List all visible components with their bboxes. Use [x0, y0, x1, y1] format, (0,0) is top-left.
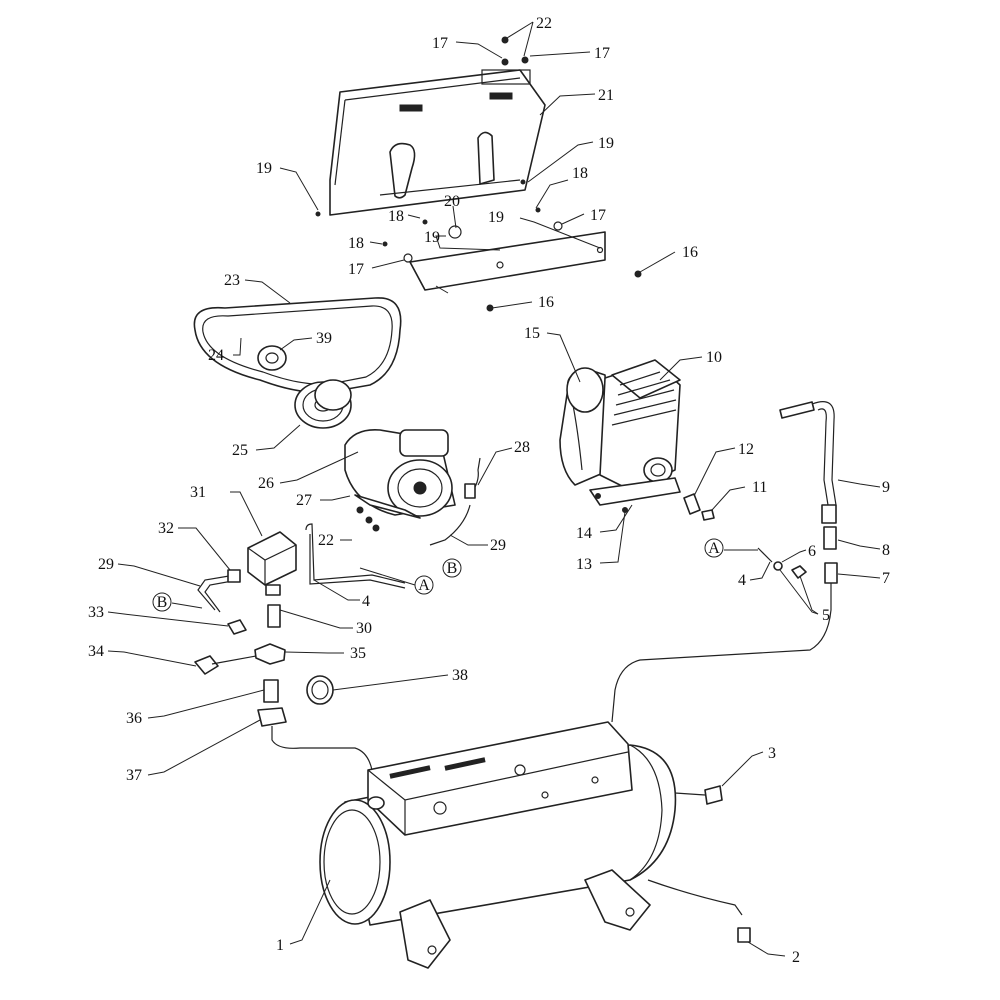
fitting-8: [823, 526, 837, 550]
callout-16-center: 16: [538, 294, 554, 311]
guard-hardware: [315, 36, 642, 312]
callout-39: 39: [316, 330, 332, 347]
callout-22-motor: 22: [318, 532, 334, 549]
callout-17-mid-right: 17: [590, 207, 606, 224]
callout-7: 7: [882, 570, 890, 587]
callout-5: 5: [822, 607, 830, 624]
callout-4-right: 4: [738, 572, 746, 589]
callout-8: 8: [882, 542, 890, 559]
guard-bracket: [409, 231, 606, 291]
callout-24: 24: [208, 347, 224, 364]
callout-16-right: 16: [682, 244, 698, 261]
callout-12: 12: [738, 441, 754, 458]
pressure-switch: [247, 531, 297, 596]
callout-6: 6: [808, 543, 816, 560]
callout-26: 26: [258, 475, 274, 492]
callout-33: 33: [88, 604, 104, 621]
callout-17-top-right: 17: [594, 45, 610, 62]
callout-17-left: 17: [348, 261, 364, 278]
callout-9: 9: [882, 479, 890, 496]
callout-14: 14: [576, 525, 592, 542]
callout-38: 38: [452, 667, 468, 684]
svg-text:B: B: [447, 560, 458, 577]
check-valve-parts: [757, 547, 807, 579]
pump-fittings: [683, 493, 715, 521]
callout-20: 20: [444, 193, 460, 210]
callout-35: 35: [350, 645, 366, 662]
connector-b-left: B: [152, 592, 172, 612]
callout-23: 23: [224, 272, 240, 289]
callout-15: 15: [524, 325, 540, 342]
callout-32: 32: [158, 520, 174, 537]
svg-text:B: B: [157, 594, 168, 611]
callout-18-right: 18: [572, 165, 588, 182]
svg-text:A: A: [418, 577, 430, 594]
electric-motor: [344, 428, 456, 532]
callout-21: 21: [598, 87, 614, 104]
callout-28: 28: [514, 439, 530, 456]
callout-18-center: 18: [388, 208, 404, 225]
guard-vent-left: [399, 104, 423, 112]
callout-19-right: 19: [598, 135, 614, 152]
callout-19-center: 19: [488, 209, 504, 226]
guard-vent-right: [489, 92, 513, 100]
callout-19-left: 19: [256, 160, 272, 177]
callout-31: 31: [190, 484, 206, 501]
callout-22-top: 22: [536, 15, 552, 32]
svg-text:A: A: [708, 540, 720, 557]
callout-36: 36: [126, 710, 142, 727]
manifold-assembly: [194, 604, 373, 771]
callout-17-top-left: 17: [432, 35, 448, 52]
connector-b-right: B: [442, 558, 462, 578]
callout-4-left: 4: [362, 593, 370, 610]
pressure-gauge: [306, 675, 334, 705]
flywheel-pulley: [294, 379, 352, 429]
left-cord: [197, 569, 241, 613]
callout-19-lower: 19: [424, 229, 440, 246]
compressor-pump: [559, 359, 681, 513]
callout-30: 30: [356, 620, 372, 637]
tank-fittings: [647, 785, 751, 943]
motor-pulley: [257, 345, 287, 371]
callout-29-left: 29: [98, 556, 114, 573]
callout-1: 1: [276, 937, 284, 954]
fitting-7: [824, 562, 838, 584]
callout-11: 11: [752, 479, 767, 496]
connector-a-right: A: [704, 538, 724, 558]
outlet-tube: [611, 401, 838, 723]
callout-3: 3: [768, 745, 776, 762]
callout-2: 2: [792, 949, 800, 966]
callout-10: 10: [706, 349, 722, 366]
motor-cord: [429, 457, 481, 546]
callout-labels: 1 2 3 4 4 5 6 7 8 9 10 11 12 13 14 15 16…: [88, 15, 890, 966]
air-tank: [319, 721, 677, 969]
leader-lines: [107, 21, 881, 957]
callout-25: 25: [232, 442, 248, 459]
callout-27: 27: [296, 492, 312, 509]
callout-34: 34: [88, 643, 104, 660]
callout-37: 37: [126, 767, 142, 784]
connector-a-left: A: [414, 575, 434, 595]
drive-belt: [193, 297, 402, 394]
callout-18-left: 18: [348, 235, 364, 252]
callout-29-right: 29: [490, 537, 506, 554]
callout-13: 13: [576, 556, 592, 573]
unloader-tube: [305, 523, 406, 589]
belt-guard: [329, 69, 546, 216]
